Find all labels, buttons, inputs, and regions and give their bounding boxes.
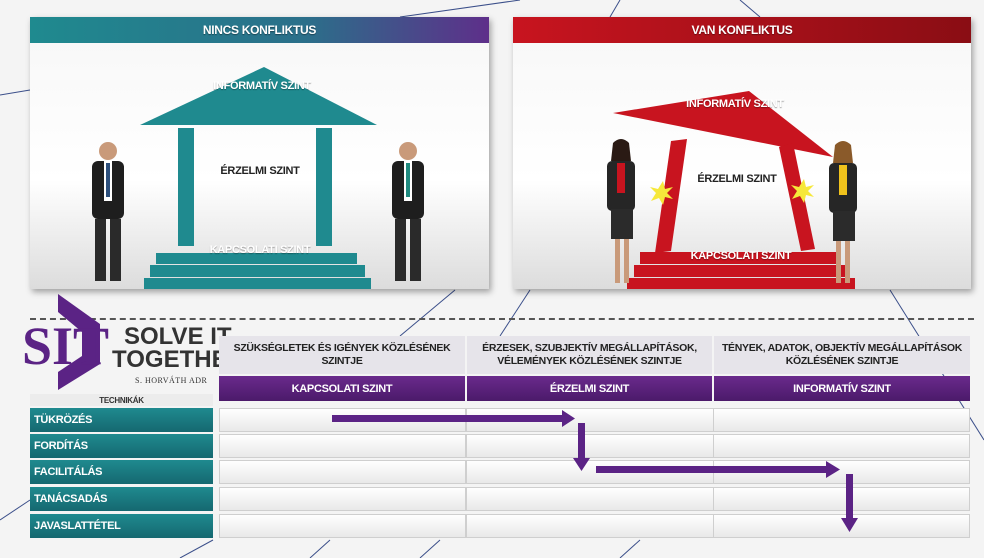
clash-star-left-icon bbox=[650, 181, 673, 205]
column-heading-1: SZÜKSÉGLETEK ÉS IGÉNYEK KÖZLÉSÉNEK SZINT… bbox=[219, 336, 465, 374]
matrix-cell bbox=[219, 514, 466, 538]
column-heading-3: TÉNYEK, ADATOK, OBJEKTÍV MEGÁLLAPÍTÁSOK … bbox=[714, 336, 970, 374]
section-divider bbox=[30, 318, 974, 320]
businessman-right-figure bbox=[392, 142, 424, 281]
no-conflict-panel: NINCS KONFLIKTUS INFORMATÍV SZINT bbox=[30, 17, 489, 289]
matrix-cell bbox=[713, 434, 970, 458]
businesswoman-right-figure bbox=[829, 141, 857, 283]
matrix-cell bbox=[219, 434, 466, 458]
matrix-cell bbox=[466, 487, 714, 511]
matrix-cell bbox=[713, 408, 970, 432]
matrix-cell bbox=[466, 408, 714, 432]
right-base-label: KAPCSOLATI SZINT bbox=[690, 250, 792, 262]
no-conflict-title: NINCS KONFLIKTUS bbox=[30, 17, 489, 43]
conflict-panel: VAN KONFLIKTUS bbox=[513, 17, 971, 289]
businessman-left-figure bbox=[92, 142, 124, 281]
column-level-2: ÉRZELMI SZINT bbox=[467, 376, 712, 401]
row-label-facilitalas: FACILITÁLÁS bbox=[30, 460, 213, 484]
right-middle-label: ÉRZELMI SZINT bbox=[697, 173, 777, 185]
sit-logo-icon: SIT bbox=[22, 294, 109, 390]
matrix-cell bbox=[219, 487, 466, 511]
left-middle-label: ÉRZELMI SZINT bbox=[220, 165, 300, 177]
techniques-header: TECHNIKÁK bbox=[30, 394, 213, 406]
row-label-forditas: FORDÍTÁS bbox=[30, 434, 213, 458]
svg-text:SIT: SIT bbox=[22, 316, 109, 376]
conflict-title: VAN KONFLIKTUS bbox=[513, 17, 971, 43]
matrix-cell bbox=[219, 408, 466, 432]
matrix-cell bbox=[713, 514, 970, 538]
row-label-tanacsadas: TANÁCSADÁS bbox=[30, 487, 213, 511]
left-roof-label: INFORMATÍV SZINT bbox=[213, 80, 311, 92]
column-level-1: KAPCSOLATI SZINT bbox=[219, 376, 465, 401]
logo-subtitle: S. HORVÁTH ADR bbox=[135, 376, 208, 385]
row-label-javaslattetel: JAVASLATTÉTEL bbox=[30, 514, 213, 538]
clash-star-right-icon bbox=[791, 179, 814, 203]
row-label-tukrozes: TÜKRÖZÉS bbox=[30, 408, 213, 432]
matrix-cell bbox=[713, 487, 970, 511]
column-heading-2: ÉRZESEK, SZUBJEKTÍV MEGÁLLAPÍTÁSOK, VÉLE… bbox=[467, 336, 712, 374]
matrix-cell bbox=[466, 514, 714, 538]
column-level-3: INFORMATÍV SZINT bbox=[714, 376, 970, 401]
right-roof-label: INFORMATÍV SZINT bbox=[686, 98, 784, 110]
logo-line-1: SOLVE IT bbox=[124, 323, 232, 350]
matrix-cell bbox=[219, 460, 466, 484]
matrix-cell bbox=[466, 434, 714, 458]
conflict-house-diagram bbox=[607, 91, 857, 289]
businesswoman-left-figure bbox=[607, 139, 635, 283]
matrix-cell bbox=[713, 460, 970, 484]
matrix-cell bbox=[466, 460, 714, 484]
left-base-label: KAPCSOLATI SZINT bbox=[209, 244, 311, 256]
no-conflict-house-diagram bbox=[92, 67, 424, 289]
